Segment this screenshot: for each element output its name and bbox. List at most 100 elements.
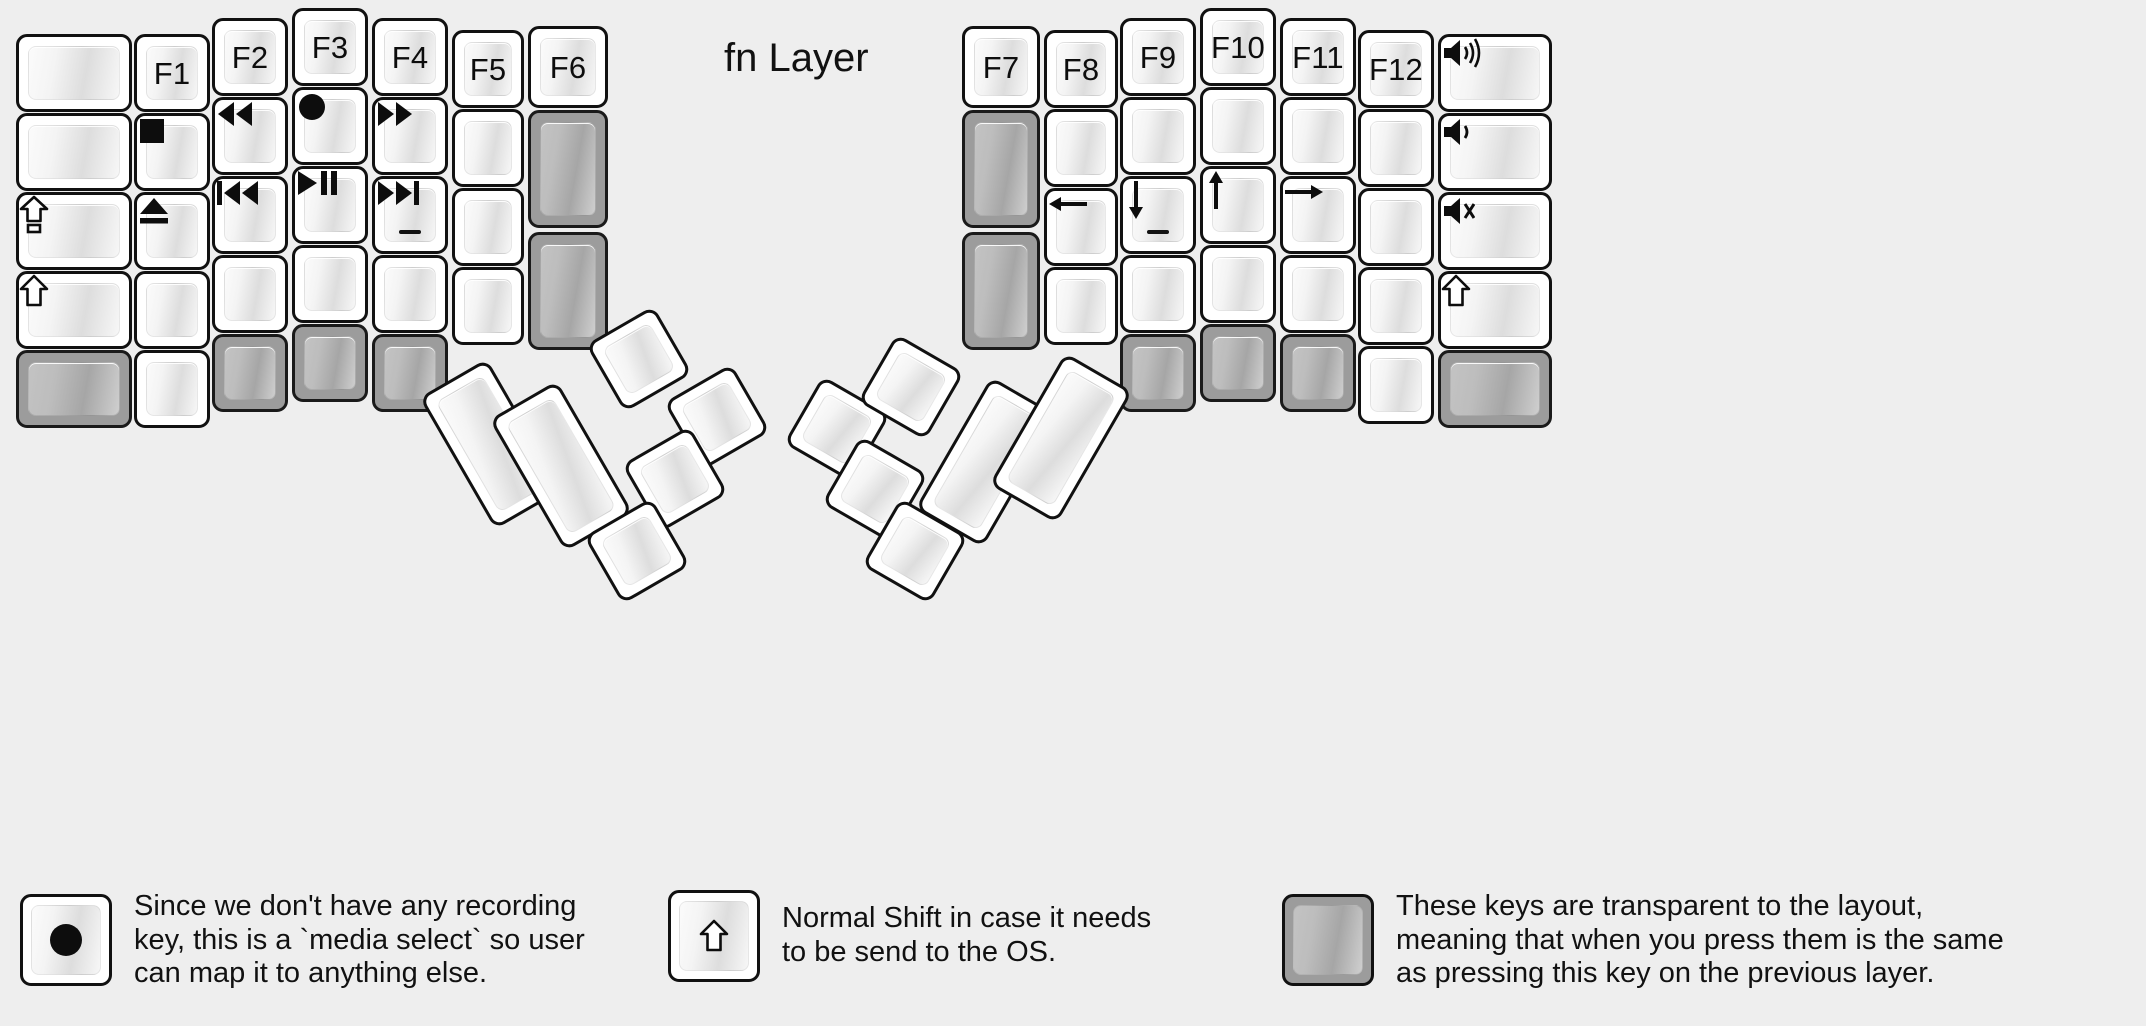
key-left-col-index-r0-f4[interactable]: F4 [372, 18, 448, 96]
key-right-col-inner-r2-arrow-left[interactable] [1044, 188, 1118, 266]
key-left-col-pinky-r0-f1[interactable]: F1 [134, 34, 210, 112]
key-right-col-index-r3[interactable] [1120, 255, 1196, 333]
key-left-col-pinky-outer-r3-shift-arrow[interactable] [16, 271, 132, 349]
keycap-face [1450, 204, 1540, 258]
keycap-face [878, 514, 952, 588]
key-left-col-inner-r3[interactable] [452, 267, 524, 345]
key-right-col-pinky-r4[interactable] [1358, 346, 1434, 424]
key-right-col-index-r0-f9[interactable]: F9 [1120, 18, 1196, 96]
key-right-col-innermost-r0-f7[interactable]: F7 [962, 26, 1040, 108]
key-right-col-ring-r4[interactable] [1280, 334, 1356, 412]
key-right-col-ring-r0-f11[interactable]: F11 [1280, 18, 1356, 96]
key-left-col-ring-r4[interactable] [212, 334, 288, 412]
keycap-face [1370, 42, 1422, 96]
key-right-col-middle-r4[interactable] [1200, 324, 1276, 402]
key-right-col-innermost-r2[interactable] [962, 232, 1040, 350]
keycap-face [1056, 200, 1106, 254]
key-right-col-inner-r3[interactable] [1044, 267, 1118, 345]
key-left-col-middle-r4[interactable] [292, 324, 368, 402]
key-right-col-index-r4[interactable] [1120, 334, 1196, 412]
key-left-col-index-r3[interactable] [372, 255, 448, 333]
key-right-col-pinky-r0-f12[interactable]: F12 [1358, 30, 1434, 108]
key-left-col-innermost-r0-f6[interactable]: F6 [528, 26, 608, 108]
key-right-col-pinky-r2[interactable] [1358, 188, 1434, 266]
key-left-col-inner-r1[interactable] [452, 109, 524, 187]
key-left-col-inner-r0-f5[interactable]: F5 [452, 30, 524, 108]
keycap-face [28, 46, 120, 100]
media-eject-icon [137, 195, 207, 267]
key-right-col-ring-r1[interactable] [1280, 97, 1356, 175]
keycap-face [1450, 362, 1540, 416]
key-right-col-pinky-outer-r3-shift-arrow[interactable] [1438, 271, 1552, 349]
legend-item-record: Since we don't have any recording key, t… [20, 890, 585, 991]
key-left-col-middle-r1-media-record[interactable] [292, 87, 368, 165]
key-right-col-middle-r1[interactable] [1200, 87, 1276, 165]
record-dot-icon [23, 897, 109, 983]
keycap-face [874, 350, 948, 424]
legend-text-transparent: These keys are transparent to the layout… [1396, 890, 2004, 990]
key-left-col-pinky-outer-r0[interactable] [16, 34, 132, 112]
key-left-col-index-r1-media-fastforward[interactable] [372, 97, 448, 175]
key-right-col-inner-r0-f8[interactable]: F8 [1044, 30, 1118, 108]
key-right-col-index-r2-arrow-down[interactable] [1120, 176, 1196, 254]
key-right-col-pinky-outer-r2-volume-mute[interactable] [1438, 192, 1552, 270]
key-right-col-middle-r0-f10[interactable]: F10 [1200, 8, 1276, 86]
key-right-col-index-r1[interactable] [1120, 97, 1196, 175]
key-left-col-ring-r3[interactable] [212, 255, 288, 333]
key-left-col-pinky-outer-r1[interactable] [16, 113, 132, 191]
keycap-face [224, 346, 276, 400]
legend-key-transparent[interactable] [1282, 894, 1374, 987]
key-left-col-middle-r3[interactable] [292, 245, 368, 323]
keycap-face [304, 20, 356, 74]
keycap-face [28, 283, 120, 337]
key-right-col-ring-r3[interactable] [1280, 255, 1356, 333]
key-left-col-ring-r1-media-rewind[interactable] [212, 97, 288, 175]
key-left-col-middle-r2-media-playpause[interactable] [292, 166, 368, 244]
keycap-face [224, 30, 276, 84]
key-left-col-pinky-outer-r2-shift-lock[interactable] [16, 192, 132, 270]
key-left-col-pinky-r2-media-eject[interactable] [134, 192, 210, 270]
key-right-col-ring-r2-arrow-right[interactable] [1280, 176, 1356, 254]
key-left-col-index-r4[interactable] [372, 334, 448, 412]
homing-bump-indicator [399, 230, 421, 234]
key-right-col-pinky-r3[interactable] [1358, 267, 1434, 345]
keycap-face [1292, 267, 1344, 321]
keycap-face [602, 322, 676, 396]
key-left-col-ring-r0-f2[interactable]: F2 [212, 18, 288, 96]
keycap-face [600, 514, 674, 588]
keycap-face [505, 397, 617, 535]
volume-mute-icon [1441, 195, 1549, 267]
key-left-col-inner-r2[interactable] [452, 188, 524, 266]
key-right-col-middle-r3[interactable] [1200, 245, 1276, 323]
keycap-face [1212, 20, 1264, 74]
key-left-col-middle-r0-f3[interactable]: F3 [292, 8, 368, 86]
legend-key-shift[interactable] [668, 890, 760, 982]
key-left-col-pinky-r3[interactable] [134, 271, 210, 349]
keycap-face [304, 336, 356, 390]
key-right-col-middle-r2-arrow-up[interactable] [1200, 166, 1276, 244]
key-right-col-pinky-outer-r1-volume-down[interactable] [1438, 113, 1552, 191]
key-label: F4 [391, 39, 429, 75]
keycap-face [1292, 30, 1344, 84]
key-left-col-index-r2-media-next[interactable] [372, 176, 448, 254]
key-right-col-inner-r1[interactable] [1044, 109, 1118, 187]
legend-key-record[interactable] [20, 894, 112, 987]
key-left-col-pinky-r4[interactable] [134, 350, 210, 428]
key-left-col-ring-r2-media-prev[interactable] [212, 176, 288, 254]
keycap-face [464, 42, 512, 96]
key-right-col-innermost-r1[interactable] [962, 110, 1040, 228]
keycap-face [384, 267, 436, 321]
key-left-col-innermost-r1[interactable] [528, 110, 608, 228]
key-right-col-pinky-r1[interactable] [1358, 109, 1434, 187]
key-right-col-pinky-outer-r4[interactable] [1438, 350, 1552, 428]
key-label: F3 [311, 29, 349, 65]
key-left-col-innermost-r2[interactable] [528, 232, 608, 350]
keycap-face [28, 125, 120, 179]
keycap-face [1056, 42, 1106, 96]
keycap-face [1132, 30, 1184, 84]
keycap-face [1450, 283, 1540, 337]
key-left-col-pinky-r1-media-stop[interactable] [134, 113, 210, 191]
keycap-face [974, 122, 1028, 216]
key-left-col-pinky-outer-r4[interactable] [16, 350, 132, 428]
key-right-col-pinky-outer-r0-volume-up[interactable] [1438, 34, 1552, 112]
